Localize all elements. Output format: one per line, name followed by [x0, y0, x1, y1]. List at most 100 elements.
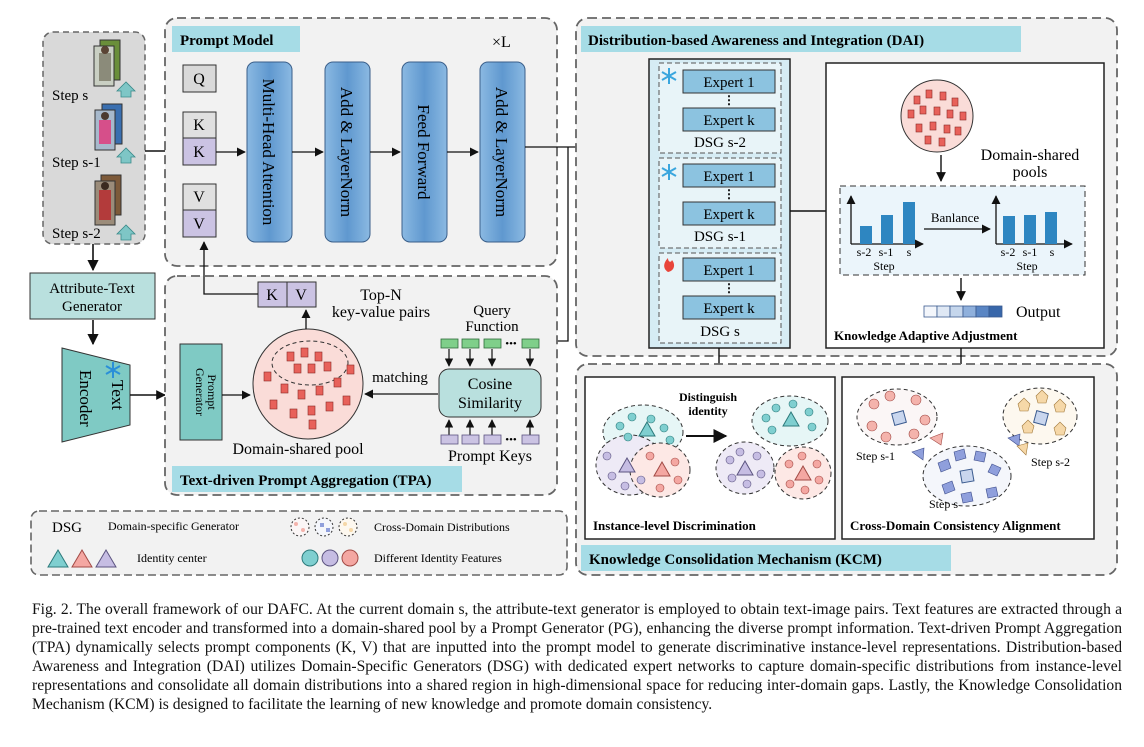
kaa-label: Knowledge Adaptive Adjustment	[834, 328, 1018, 343]
dai-panel: Distribution-based Awareness and Integra…	[575, 17, 1118, 376]
output-vector	[923, 305, 1003, 318]
v-prompt-label: V	[193, 216, 205, 233]
svg-text:identity: identity	[688, 404, 727, 418]
svg-text:Text: Text	[108, 380, 127, 410]
triangle-lavender-icon	[95, 549, 117, 568]
balanced-bars: s-2 s-1 s Step	[991, 195, 1073, 273]
circle-pink-icon	[341, 549, 359, 567]
svg-text:Expert 1: Expert 1	[703, 75, 754, 91]
svg-text:Similarity: Similarity	[458, 395, 522, 412]
svg-text:Expert 1: Expert 1	[703, 263, 754, 279]
svg-text:DSG s-2: DSG s-2	[694, 135, 746, 151]
svg-text:Generator: Generator	[62, 299, 122, 315]
svg-text:s: s	[1050, 245, 1055, 259]
legend-identity-text: Identity center	[137, 551, 207, 565]
svg-text:Step s-2: Step s-2	[1031, 455, 1070, 469]
svg-text:DSG s-1: DSG s-1	[694, 229, 746, 245]
k-label: K	[193, 117, 205, 134]
svg-text:⋮: ⋮	[723, 93, 735, 107]
legend-dsg-text: Domain-specific Generator	[108, 519, 239, 533]
domain-shared-pool	[252, 328, 364, 440]
attribute-text-generator: Attribute-Text Generator	[29, 272, 156, 320]
dai-title: Distribution-based Awareness and Integra…	[588, 33, 924, 49]
legend-cross-text: Cross-Domain Distributions	[374, 520, 510, 534]
svg-text:⋮: ⋮	[723, 281, 735, 295]
svg-text:DSG s: DSG s	[700, 324, 740, 340]
svg-text:Step: Step	[1016, 259, 1037, 273]
pool-label: Domain-shared pool	[232, 441, 364, 458]
svg-text:•••: •••	[505, 338, 517, 350]
q-label: Q	[193, 71, 205, 88]
svg-text:Attribute-Text: Attribute-Text	[49, 281, 135, 297]
person-image-s2	[94, 174, 122, 226]
up-arrow-icon	[116, 81, 136, 98]
svg-text:s-2: s-2	[1001, 245, 1016, 259]
svg-text:s-1: s-1	[879, 245, 894, 259]
snowflake-icon	[105, 362, 121, 378]
legend: DSG Domain-specific Generator Cross-Doma…	[30, 510, 568, 576]
snowflake-icon	[661, 68, 677, 84]
svg-text:Step s: Step s	[929, 497, 958, 511]
tpa-title: Text-driven Prompt Aggregation (TPA)	[180, 473, 432, 489]
framework-diagram: Step s Step s-1 Step s-2 Attribute-Text …	[29, 17, 1118, 576]
kv-pairs-label: key-value pairs	[332, 304, 430, 321]
prompt-model-title: Prompt Model	[180, 33, 273, 49]
person-image-s1	[94, 103, 123, 151]
kv-k-label: K	[266, 287, 278, 304]
prompt-model-panel: Prompt Model ×L Q K K V V Multi-Head Att…	[164, 17, 558, 267]
svg-text:Feed Forward: Feed Forward	[414, 105, 433, 200]
triangle-teal-icon	[47, 549, 69, 568]
svg-text:Expert k: Expert k	[703, 301, 755, 317]
svg-text:Multi-Head Attention: Multi-Head Attention	[259, 79, 278, 226]
kv-v-label: V	[295, 287, 307, 304]
block-addnorm-2	[479, 61, 526, 243]
unbalanced-bars: s-2 s-1 s Step	[846, 195, 924, 273]
flame-icon	[664, 258, 675, 272]
matching-label: matching	[372, 370, 428, 386]
svg-text:Add & LayerNorm: Add & LayerNorm	[337, 87, 356, 217]
topn-label: Top-N	[360, 287, 402, 304]
snowflake-icon	[661, 164, 677, 180]
svg-text:Distinguish: Distinguish	[679, 390, 737, 404]
svg-text:s-1: s-1	[1023, 245, 1038, 259]
circle-teal-icon	[301, 549, 319, 567]
text-encoder: Text Encoder	[61, 347, 131, 443]
cross-label: Cross-Domain Consistency Alignment	[850, 518, 1061, 533]
svg-text:Cosine: Cosine	[468, 376, 512, 393]
svg-text:Generator: Generator	[193, 368, 207, 416]
kcm-panel: Knowledge Consolidation Mechanism (KCM) …	[575, 363, 1118, 576]
svg-text:s: s	[907, 245, 912, 259]
up-arrow-icon	[116, 147, 136, 164]
svg-text:Prompt: Prompt	[205, 374, 219, 410]
svg-text:Query: Query	[473, 303, 511, 319]
instance-label: Instance-level Discrimination	[593, 518, 757, 533]
svg-text:Encoder: Encoder	[76, 370, 95, 427]
svg-text:Expert k: Expert k	[703, 207, 755, 223]
tpa-panel: Text-driven Prompt Aggregation (TPA) Pro…	[164, 241, 558, 496]
svg-text:Function: Function	[465, 319, 519, 335]
prompt-keys-label: Prompt Keys	[448, 448, 532, 465]
svg-text:Expert 1: Expert 1	[703, 169, 754, 185]
triangle-pink-icon	[71, 549, 93, 568]
svg-text:Step: Step	[873, 259, 894, 273]
figure-caption: Fig. 2. The overall framework of our DAF…	[32, 601, 1122, 713]
svg-text:s-2: s-2	[857, 245, 872, 259]
svg-text:pools: pools	[1013, 164, 1048, 181]
balance-label: Banlance	[931, 210, 980, 225]
repeat-label: ×L	[492, 34, 511, 51]
svg-text:Expert k: Expert k	[703, 113, 755, 129]
k-prompt-label: K	[193, 144, 205, 161]
up-arrow-icon	[116, 224, 136, 241]
output-label: Output	[1016, 304, 1061, 321]
image-stack: Step s Step s-1 Step s-2	[42, 31, 146, 245]
circle-lavender-icon	[321, 549, 339, 567]
person-image-s	[93, 39, 121, 87]
svg-text:⋮: ⋮	[723, 187, 735, 201]
svg-text:Domain-shared: Domain-shared	[981, 147, 1080, 164]
legend-features-text: Different Identity Features	[374, 551, 502, 565]
kcm-title: Knowledge Consolidation Mechanism (KCM)	[589, 552, 882, 568]
svg-text:Step s-1: Step s-1	[856, 449, 895, 463]
step-s2-label: Step s-2	[52, 226, 101, 242]
svg-text:•••: •••	[505, 434, 517, 446]
legend-dsg-abbr: DSG	[52, 520, 82, 536]
